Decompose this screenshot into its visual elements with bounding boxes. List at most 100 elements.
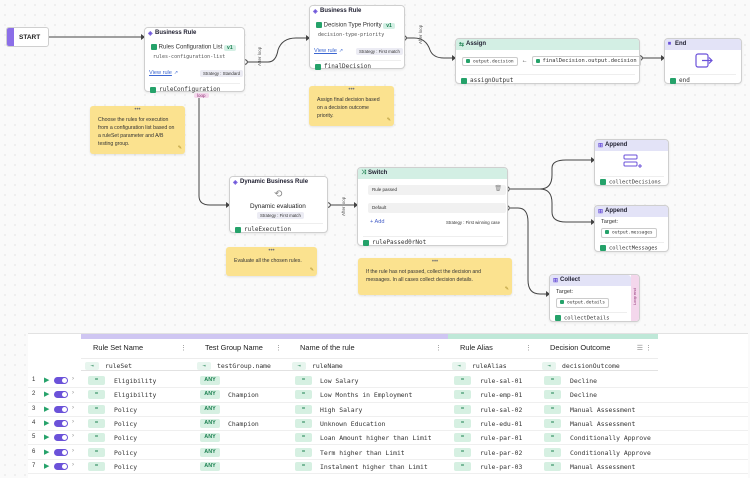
column-field[interactable]: ⇥ruleName (288, 358, 448, 371)
operator-cell[interactable]: = (454, 433, 471, 443)
test-group-operator-cell[interactable]: ANY (200, 404, 220, 414)
rule-alias-cell[interactable]: rule-sal-02 (480, 405, 523, 414)
row-toggle[interactable] (54, 419, 68, 427)
column-menu-icon[interactable]: ⋮ (435, 345, 442, 352)
rule-alias-cell[interactable]: rule-edu-01 (480, 419, 523, 428)
operator-cell[interactable]: = (88, 447, 105, 457)
drag-handle-icon[interactable]: ••• (268, 248, 275, 254)
test-group-operator-cell[interactable]: ANY (200, 461, 220, 471)
rule-set-cell[interactable]: Policy (114, 434, 138, 443)
test-group-operator-cell[interactable]: ANY (200, 390, 220, 400)
play-icon[interactable]: ▶ (44, 419, 50, 427)
test-group-cell[interactable]: Champion (228, 391, 259, 400)
edit-icon[interactable]: ✎ (504, 286, 509, 292)
operator-cell[interactable]: = (544, 404, 561, 414)
chevron-right-icon[interactable]: › (72, 404, 74, 411)
play-icon[interactable]: ▶ (44, 448, 50, 456)
rule-name-cell[interactable]: Instalment higher than Limit (320, 462, 428, 471)
chevron-right-icon[interactable]: › (72, 447, 74, 454)
append-node-2[interactable]: ⊞ Append Target: output.messages collect… (594, 205, 669, 252)
chevron-right-icon[interactable]: › (72, 418, 74, 425)
operator-cell[interactable]: = (295, 433, 312, 443)
view-rule-link[interactable]: View rule (314, 48, 337, 54)
test-group-operator-cell[interactable]: ANY (200, 447, 220, 457)
column-header[interactable]: Rule Set Name ⋮ (81, 334, 193, 356)
rule-name-cell[interactable]: High Salary (320, 405, 363, 414)
column-menu-icon[interactable]: ⋮ (275, 345, 282, 352)
switch-case-row[interactable]: Rule passed 🗑 (368, 185, 506, 195)
chevron-right-icon[interactable]: › (72, 376, 74, 382)
operator-cell[interactable]: = (88, 461, 105, 471)
edit-icon[interactable]: ✎ (177, 145, 182, 151)
operator-cell[interactable]: = (544, 433, 561, 443)
rule-set-cell[interactable]: Eligibility (114, 377, 157, 385)
rule-name-cell[interactable]: Loan Amount higher than Limit (320, 434, 432, 443)
column-header[interactable]: Name of the rule ⋮ (288, 334, 448, 356)
rule-set-cell[interactable]: Policy (114, 419, 138, 428)
rule-alias-cell[interactable]: rule-par-03 (480, 462, 523, 471)
row-toggle[interactable] (54, 448, 68, 456)
chevron-right-icon[interactable]: › (72, 390, 74, 397)
collect-node[interactable]: ⊞ Collect Target: output.details collect… (549, 274, 640, 322)
row-toggle[interactable] (54, 405, 68, 413)
test-group-cell[interactable]: Champion (228, 419, 259, 428)
rule-set-cell[interactable]: Policy (114, 405, 138, 414)
business-rule-node-1[interactable]: ◈ Business Rule Rules Configuration List… (144, 27, 245, 93)
operator-cell[interactable]: = (295, 390, 312, 400)
row-toggle[interactable] (54, 462, 68, 470)
decision-outcome-cell[interactable]: Manual Assessment (570, 419, 636, 428)
rule-name-cell[interactable]: Low Months in Employment (320, 391, 413, 400)
operator-cell[interactable]: = (88, 433, 105, 443)
decision-outcome-cell[interactable]: Manual Assessment (570, 405, 636, 414)
sticky-note[interactable]: ••• Evaluate all the chosen rules. ✎ (226, 247, 317, 276)
column-menu-icon[interactable]: ⋮ (180, 345, 187, 352)
row-toggle[interactable] (54, 377, 68, 384)
rule-alias-cell[interactable]: rule-par-02 (480, 448, 523, 457)
drag-handle-icon[interactable]: ••• (431, 259, 439, 265)
operator-cell[interactable]: = (295, 418, 312, 428)
decision-outcome-cell[interactable]: Decline (570, 377, 597, 385)
operator-cell[interactable]: = (454, 390, 471, 400)
decision-outcome-cell[interactable]: Decline (570, 391, 597, 400)
rule-alias-cell[interactable]: rule-sal-01 (480, 377, 523, 385)
operator-cell[interactable]: = (295, 461, 312, 471)
column-field[interactable]: ⇥testGroup.name (193, 358, 288, 371)
test-group-operator-cell[interactable]: ANY (200, 433, 220, 443)
chevron-right-icon[interactable]: › (72, 461, 74, 468)
business-rule-node-2[interactable]: ◈ Business Rule Decision Type Priority v… (309, 5, 405, 70)
view-rule-link[interactable]: View rule (149, 70, 172, 76)
switch-node[interactable]: ⤨ Switch Rule passed 🗑 Default + Add Str… (357, 167, 508, 246)
append-node-1[interactable]: ⊞ Append collectDecisions (594, 139, 669, 186)
start-node[interactable]: START (6, 27, 49, 47)
operator-cell[interactable]: = (88, 404, 105, 414)
decision-outcome-cell[interactable]: Conditionally Approve (570, 448, 651, 457)
column-menu-icon[interactable]: ⋮ (525, 345, 532, 352)
operator-cell[interactable]: = (454, 418, 471, 428)
sticky-note[interactable]: ••• If the rule has not passed, collect … (358, 258, 512, 295)
rule-name-cell[interactable]: Unknown Education (320, 419, 386, 428)
rule-name-cell[interactable]: Term higher than Limit (320, 448, 405, 457)
test-group-operator-cell[interactable]: ANY (200, 376, 220, 385)
dynamic-business-rule-node[interactable]: ◈ Dynamic Business Rule ⟲ Dynamic evalua… (229, 176, 328, 233)
play-icon[interactable]: ▶ (44, 462, 50, 470)
operator-cell[interactable]: = (88, 418, 105, 428)
operator-cell[interactable]: = (544, 390, 561, 400)
decision-outcome-cell[interactable]: Conditionally Approve (570, 434, 651, 443)
sticky-note[interactable]: ••• Assign final decision based on a dec… (309, 86, 394, 126)
play-icon[interactable]: ▶ (44, 405, 50, 413)
operator-cell[interactable]: = (295, 447, 312, 457)
edit-icon[interactable]: ✎ (386, 117, 391, 123)
column-menu-icon[interactable]: ☰ ⋮ (636, 345, 652, 352)
operator-cell[interactable]: = (88, 376, 105, 385)
rule-alias-cell[interactable]: rule-par-01 (480, 434, 523, 443)
switch-default-row[interactable]: Default (368, 203, 506, 213)
end-node[interactable]: ⏹ End end (664, 38, 742, 84)
chevron-right-icon[interactable]: › (72, 433, 74, 440)
test-group-operator-cell[interactable]: ANY (200, 418, 220, 428)
operator-cell[interactable]: = (454, 404, 471, 414)
row-toggle[interactable] (54, 434, 68, 442)
